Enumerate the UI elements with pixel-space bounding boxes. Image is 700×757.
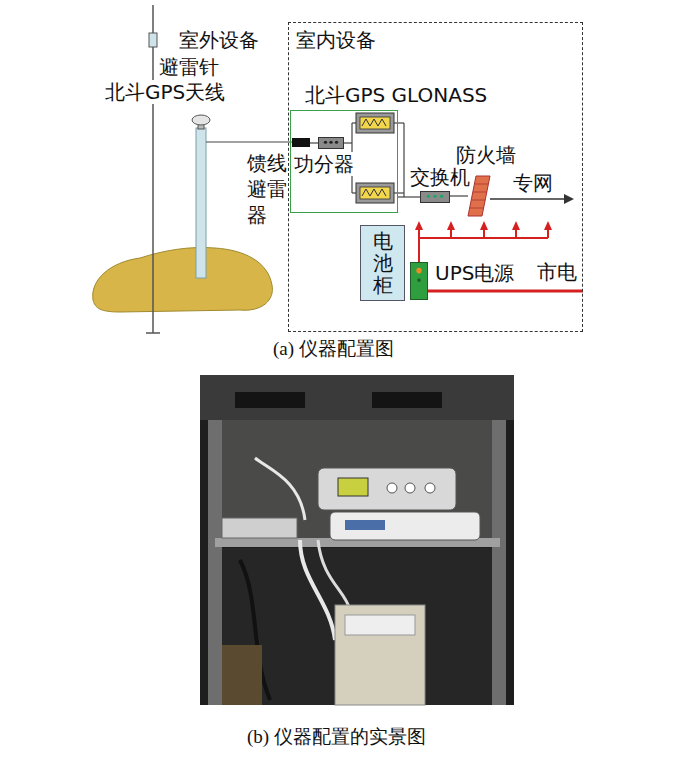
power-arrows (415, 221, 552, 230)
receiver-symbol (356, 113, 394, 133)
region-heading: 室内设备 (295, 28, 377, 52)
power-label: 市电 (536, 260, 578, 284)
outdoor-label: 室外设备 (178, 28, 260, 52)
firewall-symbol: 防火墙 (468, 176, 490, 216)
antenna-pole (196, 128, 206, 278)
part-label: 北斗GPS天线 (104, 80, 226, 104)
connector-line (398, 196, 420, 197)
figure-caption: (b) 仪器配置的实景图 (246, 726, 427, 749)
device-label: 馈线避雷器 (246, 150, 288, 228)
antenna-dome (192, 115, 210, 125)
cabinet-photo (200, 375, 514, 705)
device-label: 交换机 (409, 165, 471, 189)
gnss-receiver-group: 北斗GPS GLONASS馈线避雷器功分器 (290, 110, 398, 213)
network-link (490, 198, 566, 200)
battery-cabinet: 电池柜 (360, 225, 405, 301)
feeder-arrester: 馈线避雷器 (292, 138, 310, 147)
device-label: 电池柜 (373, 230, 393, 296)
ground-symbol (146, 332, 160, 334)
arrow-head (564, 194, 574, 204)
antenna-cable (206, 141, 292, 142)
device-label: 功分器 (293, 152, 355, 176)
connector-line (310, 142, 318, 143)
network-switch: 交换机 (420, 191, 450, 203)
device-label: 防火墙 (455, 143, 517, 167)
network-label: 专网 (512, 171, 554, 195)
rod-clamp (149, 33, 157, 47)
power-lines (419, 229, 583, 291)
power-splitter: 功分器 (318, 137, 344, 149)
ups-unit: UPS电源 (410, 262, 428, 300)
receiver-symbol (356, 183, 394, 203)
group-heading: 北斗GPS GLONASS (304, 83, 488, 107)
device-label: UPS电源 (434, 261, 515, 285)
part-label: 避雷针 (158, 55, 220, 79)
connector-line (450, 195, 468, 196)
figure-caption: (a) 仪器配置图 (272, 338, 395, 361)
lightning-rod (152, 5, 154, 333)
ground-mound (93, 247, 273, 312)
